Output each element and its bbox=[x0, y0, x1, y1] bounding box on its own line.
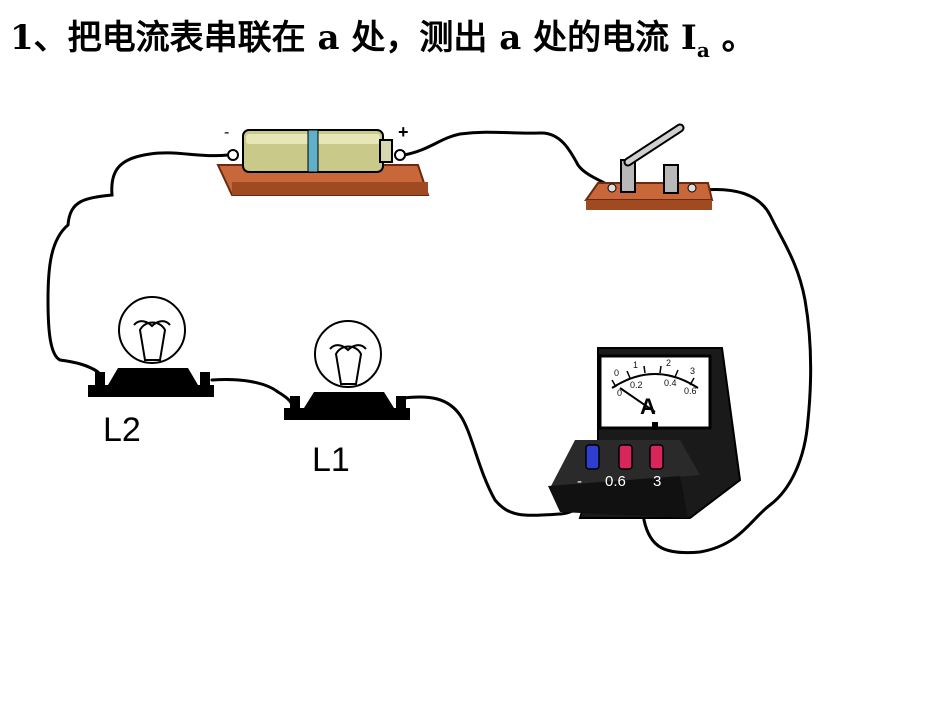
ammeter-scale-ticks bbox=[611, 365, 695, 388]
lamp-l2-label: L2 bbox=[103, 411, 141, 449]
lamp-l1-base bbox=[304, 392, 394, 408]
lamp-l1: L1 bbox=[284, 320, 410, 479]
lamp-l1-terminal-right bbox=[396, 396, 406, 410]
wire-battery-to-l2 bbox=[46, 151, 230, 374]
page-title: 1、把电流表串联在 a 处，测出 a 处的电流 Ia 。 bbox=[10, 10, 756, 62]
lamp-l1-holder bbox=[284, 408, 410, 420]
ammeter-scale-bottom-1: 0.2 bbox=[630, 380, 643, 390]
ammeter-base bbox=[548, 476, 688, 518]
ammeter-scale-bottom-0: 0 bbox=[617, 388, 622, 398]
ammeter-terminal-minus[interactable] bbox=[585, 444, 600, 470]
wire-battery-to-switch bbox=[402, 130, 612, 188]
ammeter-scale-top-2: 2 bbox=[666, 358, 671, 368]
battery: - + bbox=[216, 122, 430, 196]
ammeter-needle bbox=[619, 387, 656, 413]
battery-plus-terminal bbox=[394, 149, 406, 161]
ammeter-terminal-0-6[interactable] bbox=[618, 444, 633, 470]
ammeter-terminal-minus-label: - bbox=[577, 473, 582, 490]
wires bbox=[46, 130, 813, 555]
wire-l2-to-l1 bbox=[210, 378, 294, 408]
title-separator: 、 bbox=[33, 18, 68, 58]
ammeter-scale-top-3: 3 bbox=[690, 366, 695, 376]
ammeter-scale-top-1: 1 bbox=[633, 360, 638, 370]
lamp-l2-terminal-right bbox=[200, 372, 210, 386]
ammeter-terminal-3[interactable] bbox=[649, 444, 664, 470]
lamp-l2-base bbox=[108, 368, 198, 385]
ammeter-scale-bottom-3: 0.6 bbox=[684, 386, 697, 396]
battery-minus-terminal bbox=[227, 149, 239, 161]
battery-cap bbox=[379, 139, 393, 163]
switch-lever bbox=[625, 125, 683, 165]
lamp-l1-filament bbox=[334, 345, 363, 385]
lamp-l2-holder bbox=[88, 385, 214, 397]
lamp-l2: L2 bbox=[88, 296, 214, 449]
lamp-l2-terminal-left bbox=[95, 372, 105, 386]
lamp-l1-terminal-left bbox=[290, 396, 300, 410]
lamp-l2-filament-coil bbox=[133, 320, 171, 328]
ammeter-scale-bottom-2: 0.4 bbox=[664, 378, 677, 388]
title-number: 1 bbox=[10, 18, 34, 58]
battery-plus-label: + bbox=[398, 122, 409, 142]
title-subscript: a bbox=[696, 37, 710, 62]
ammeter-scale-top-0: 0 bbox=[614, 368, 619, 378]
wire-switch-to-ammeter bbox=[641, 188, 813, 555]
battery-board-edge bbox=[232, 182, 428, 195]
ammeter-zero-adjust bbox=[652, 422, 658, 430]
ammeter-terminal-0-6-label: 0.6 bbox=[605, 473, 626, 490]
switch-post-right bbox=[663, 164, 679, 194]
lamp-l1-label: L1 bbox=[312, 441, 350, 479]
battery-band bbox=[307, 129, 319, 173]
ammeter-symbol: A bbox=[640, 394, 656, 419]
switch[interactable] bbox=[584, 123, 714, 210]
switch-terminal-right bbox=[687, 183, 697, 193]
title-text: 把电流表串联在 a 处，测出 a 处的电流 I bbox=[67, 18, 697, 58]
ammeter: 0 1 2 3 0 0.2 0.4 0.6 A - 0.6 3 bbox=[548, 347, 742, 519]
battery-minus-label: - bbox=[224, 124, 229, 141]
switch-terminal-left bbox=[607, 183, 617, 193]
lamp-l2-filament bbox=[138, 321, 167, 361]
ammeter-terminal-3-label: 3 bbox=[653, 473, 661, 490]
title-end: 。 bbox=[709, 18, 756, 58]
lamp-l1-filament-coil bbox=[329, 344, 367, 352]
switch-board-edge bbox=[586, 200, 712, 210]
ammeter-scale-arc bbox=[611, 373, 699, 389]
